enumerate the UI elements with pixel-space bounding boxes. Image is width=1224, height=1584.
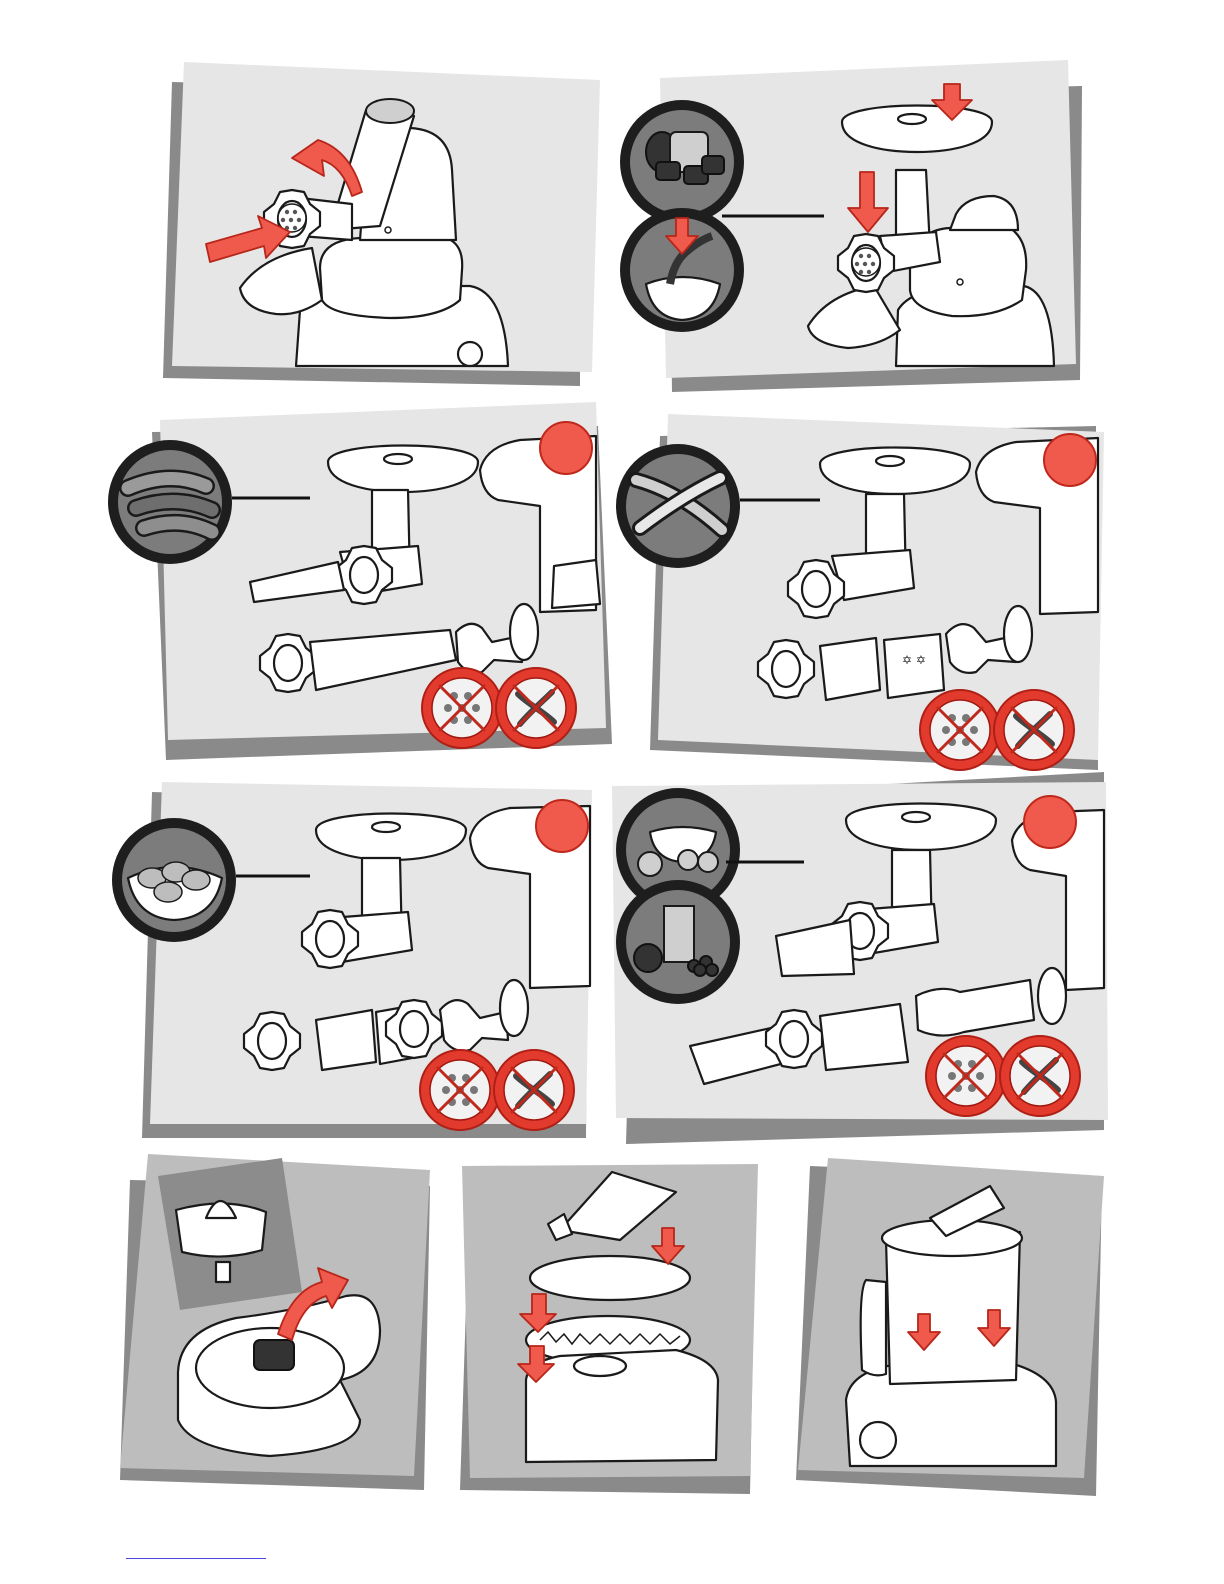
panel-processor-bowl-fitting <box>796 1158 1104 1496</box>
svg-text:✡ ✡: ✡ ✡ <box>902 653 926 667</box>
panel-slicer-disc-assembly <box>460 1164 758 1494</box>
panel-citrus-press-fitting <box>120 1154 430 1490</box>
status-dot <box>1024 796 1076 848</box>
panel-biscuit-attachment: ✡ ✡ <box>616 414 1104 770</box>
panel-kebbe-attachment <box>112 782 592 1138</box>
panel-sausage-attachment <box>108 402 612 760</box>
footer-rule <box>126 1558 266 1559</box>
panel-mincer-fitting <box>163 62 600 386</box>
panel-mincer-use <box>620 60 1082 392</box>
sausages-illustration <box>128 478 212 532</box>
status-dot <box>1044 434 1096 486</box>
status-dot <box>536 800 588 852</box>
panel-fruit-press-attachment <box>612 772 1108 1144</box>
status-dot <box>540 422 592 474</box>
